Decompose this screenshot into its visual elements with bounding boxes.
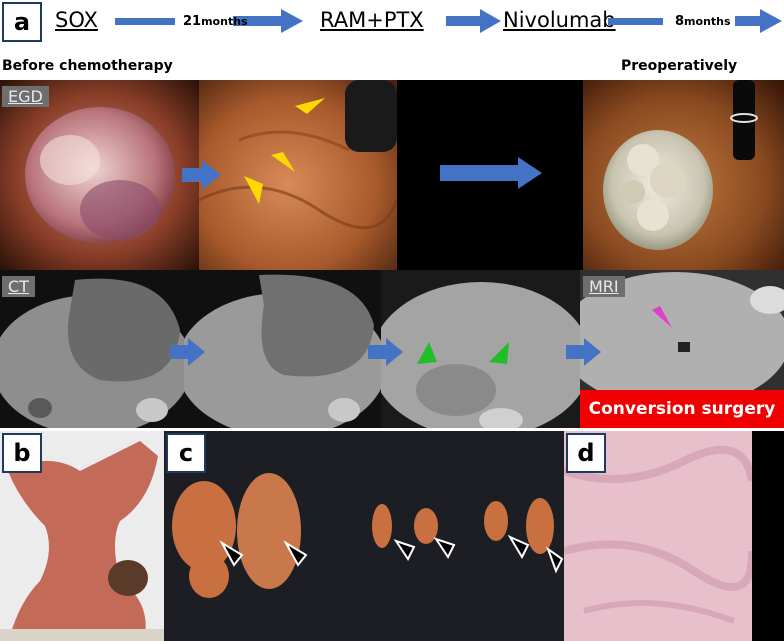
arrow-ct-2 — [368, 338, 403, 366]
conversion-surgery-label: Conversion surgery — [588, 399, 776, 419]
timeline-nivolumab: Nivolumab — [503, 8, 616, 32]
arrow-ct-1 — [170, 338, 205, 366]
arrow-ct-3 — [566, 338, 601, 366]
ct-baseline-image — [0, 270, 184, 428]
egd-preoperative-image — [583, 80, 784, 270]
panel-label-b: b — [2, 433, 42, 473]
timeline-gap1: 21months — [183, 14, 248, 29]
timeline-arrow-2 — [446, 9, 501, 33]
ct-post-sox-image — [184, 270, 381, 428]
timeline-ram-ptx: RAM+PTX — [320, 8, 424, 32]
panel-label-a: a — [2, 2, 42, 42]
resected-stomach-image — [0, 431, 164, 641]
tag-mri: MRI — [583, 276, 625, 297]
conversion-surgery-banner: Conversion surgery — [580, 390, 784, 428]
resected-lymph-nodes-image — [164, 431, 564, 641]
timeline-gap2: 8months — [675, 14, 731, 29]
timeline-arrow-3 — [608, 9, 782, 33]
tag-ct: CT — [2, 276, 35, 297]
ct-post-ram-ptx-image — [381, 270, 580, 428]
panel-label-d: d — [566, 433, 606, 473]
egd-post-sox-image — [199, 80, 397, 270]
header-preoperatively: Preoperatively — [621, 58, 738, 74]
tag-egd: EGD — [2, 86, 49, 107]
gap2-number: 8 — [675, 14, 685, 29]
arrow-egd-2 — [440, 157, 542, 189]
arrow-egd-1 — [182, 160, 221, 190]
histology-black-edge — [752, 431, 784, 641]
gap1-number: 21 — [183, 14, 202, 29]
timeline-arrow-1 — [115, 9, 303, 33]
header-before-chemotherapy: Before chemotherapy — [2, 58, 173, 74]
timeline-sox: SOX — [55, 8, 98, 32]
egd-before-image — [0, 80, 199, 270]
panel-label-c: c — [166, 433, 206, 473]
gap1-unit: months — [201, 15, 248, 28]
gap2-unit: months — [684, 15, 731, 28]
